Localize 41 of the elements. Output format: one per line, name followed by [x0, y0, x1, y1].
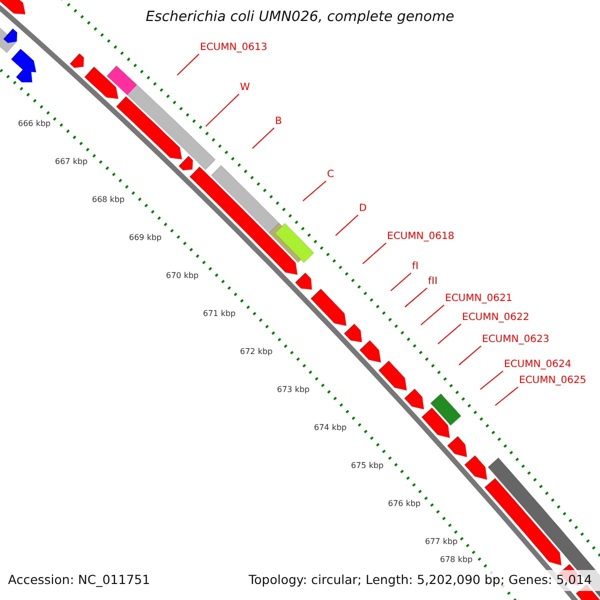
leader-line	[458, 346, 482, 366]
leader-line	[420, 304, 444, 326]
scale-label: 676 kbp	[388, 500, 421, 508]
scale-label: 674 kbp	[314, 424, 347, 432]
scale-label: 678 kbp	[440, 556, 473, 564]
gene-label: B	[275, 117, 282, 127]
scale-label: 668 kbp	[92, 196, 125, 204]
scale-label: 669 kbp	[129, 234, 162, 242]
gene-label: W	[240, 83, 250, 93]
leader-line	[362, 242, 386, 264]
leader-line	[390, 272, 412, 292]
leader-line	[437, 324, 462, 344]
scale-label: 666 kbp	[18, 120, 51, 128]
leader-line	[494, 386, 518, 406]
scale-label: 672 kbp	[240, 348, 273, 356]
gene-label: ECUMN_0618	[387, 232, 454, 242]
feature-bar	[126, 84, 216, 170]
gene-label: fII	[428, 277, 438, 287]
scale-label: 675 kbp	[351, 462, 384, 470]
scale-label: 673 kbp	[277, 386, 310, 394]
gene-label: ECUMN_0625	[519, 376, 586, 386]
leader-line	[302, 180, 326, 202]
gene-label: D	[359, 204, 367, 214]
gene-label: ECUMN_0613	[200, 43, 268, 53]
scale-label: 667 kbp	[55, 158, 88, 166]
leader-line	[252, 128, 274, 149]
gene-label: C	[327, 170, 334, 180]
gene-label: ECUMN_0624	[504, 360, 572, 370]
scale-label: 677 kbp	[425, 538, 458, 546]
scale-label: 671 kbp	[203, 310, 236, 318]
gene-label: fI	[412, 262, 418, 272]
gene-label: ECUMN_0623	[482, 335, 550, 345]
scale-label: 670 kbp	[166, 272, 199, 280]
leader-line	[404, 288, 428, 308]
leader-line	[176, 54, 200, 76]
leader-line	[480, 370, 504, 390]
leader-line	[205, 94, 240, 127]
gene-label: ECUMN_0622	[462, 313, 530, 323]
leader-line	[335, 214, 358, 236]
title: Escherichia coli UMN026, complete genome	[144, 10, 456, 24]
gene-label: ECUMN_0621	[445, 294, 512, 304]
